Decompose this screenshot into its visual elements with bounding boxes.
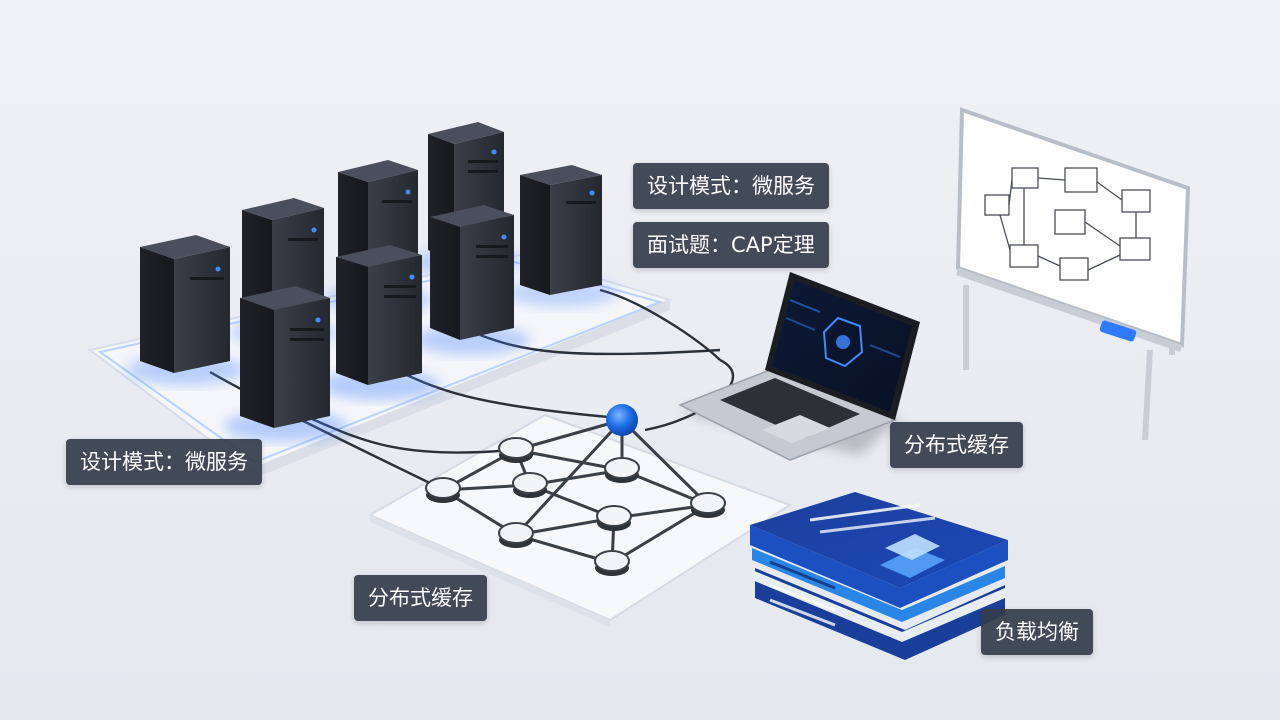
label-distributed-cache-right: 分布式缓存 bbox=[890, 422, 1023, 468]
label-design-pattern-microservices: 设计模式：微服务 bbox=[633, 163, 829, 209]
network-platform bbox=[367, 413, 793, 627]
network-hub-node bbox=[606, 404, 638, 436]
server-tower-icon bbox=[507, 165, 617, 307]
laptop-icon bbox=[678, 272, 920, 461]
network-node bbox=[498, 522, 534, 548]
network-node bbox=[498, 437, 534, 463]
whiteboard-flowchart-icon bbox=[955, 107, 1191, 441]
server-tower-icon bbox=[224, 286, 348, 441]
server-rack-group bbox=[126, 122, 617, 441]
book-stack-icon bbox=[750, 492, 1008, 660]
label-design-pattern-microservices-left: 设计模式：微服务 bbox=[66, 439, 262, 485]
label-load-balancing: 负载均衡 bbox=[981, 609, 1093, 655]
server-tower-icon bbox=[414, 205, 530, 355]
label-interview-cap-theorem: 面试题：CAP定理 bbox=[633, 222, 829, 268]
network-node bbox=[690, 492, 726, 518]
server-tower-icon bbox=[126, 235, 246, 385]
network-node bbox=[596, 505, 632, 531]
label-distributed-cache-bottom: 分布式缓存 bbox=[354, 575, 487, 621]
network-node bbox=[512, 472, 548, 498]
network-node bbox=[425, 477, 461, 503]
network-graph-icon bbox=[425, 404, 726, 576]
network-node bbox=[604, 457, 640, 483]
network-node bbox=[594, 550, 630, 576]
server-tower-icon bbox=[320, 245, 440, 400]
